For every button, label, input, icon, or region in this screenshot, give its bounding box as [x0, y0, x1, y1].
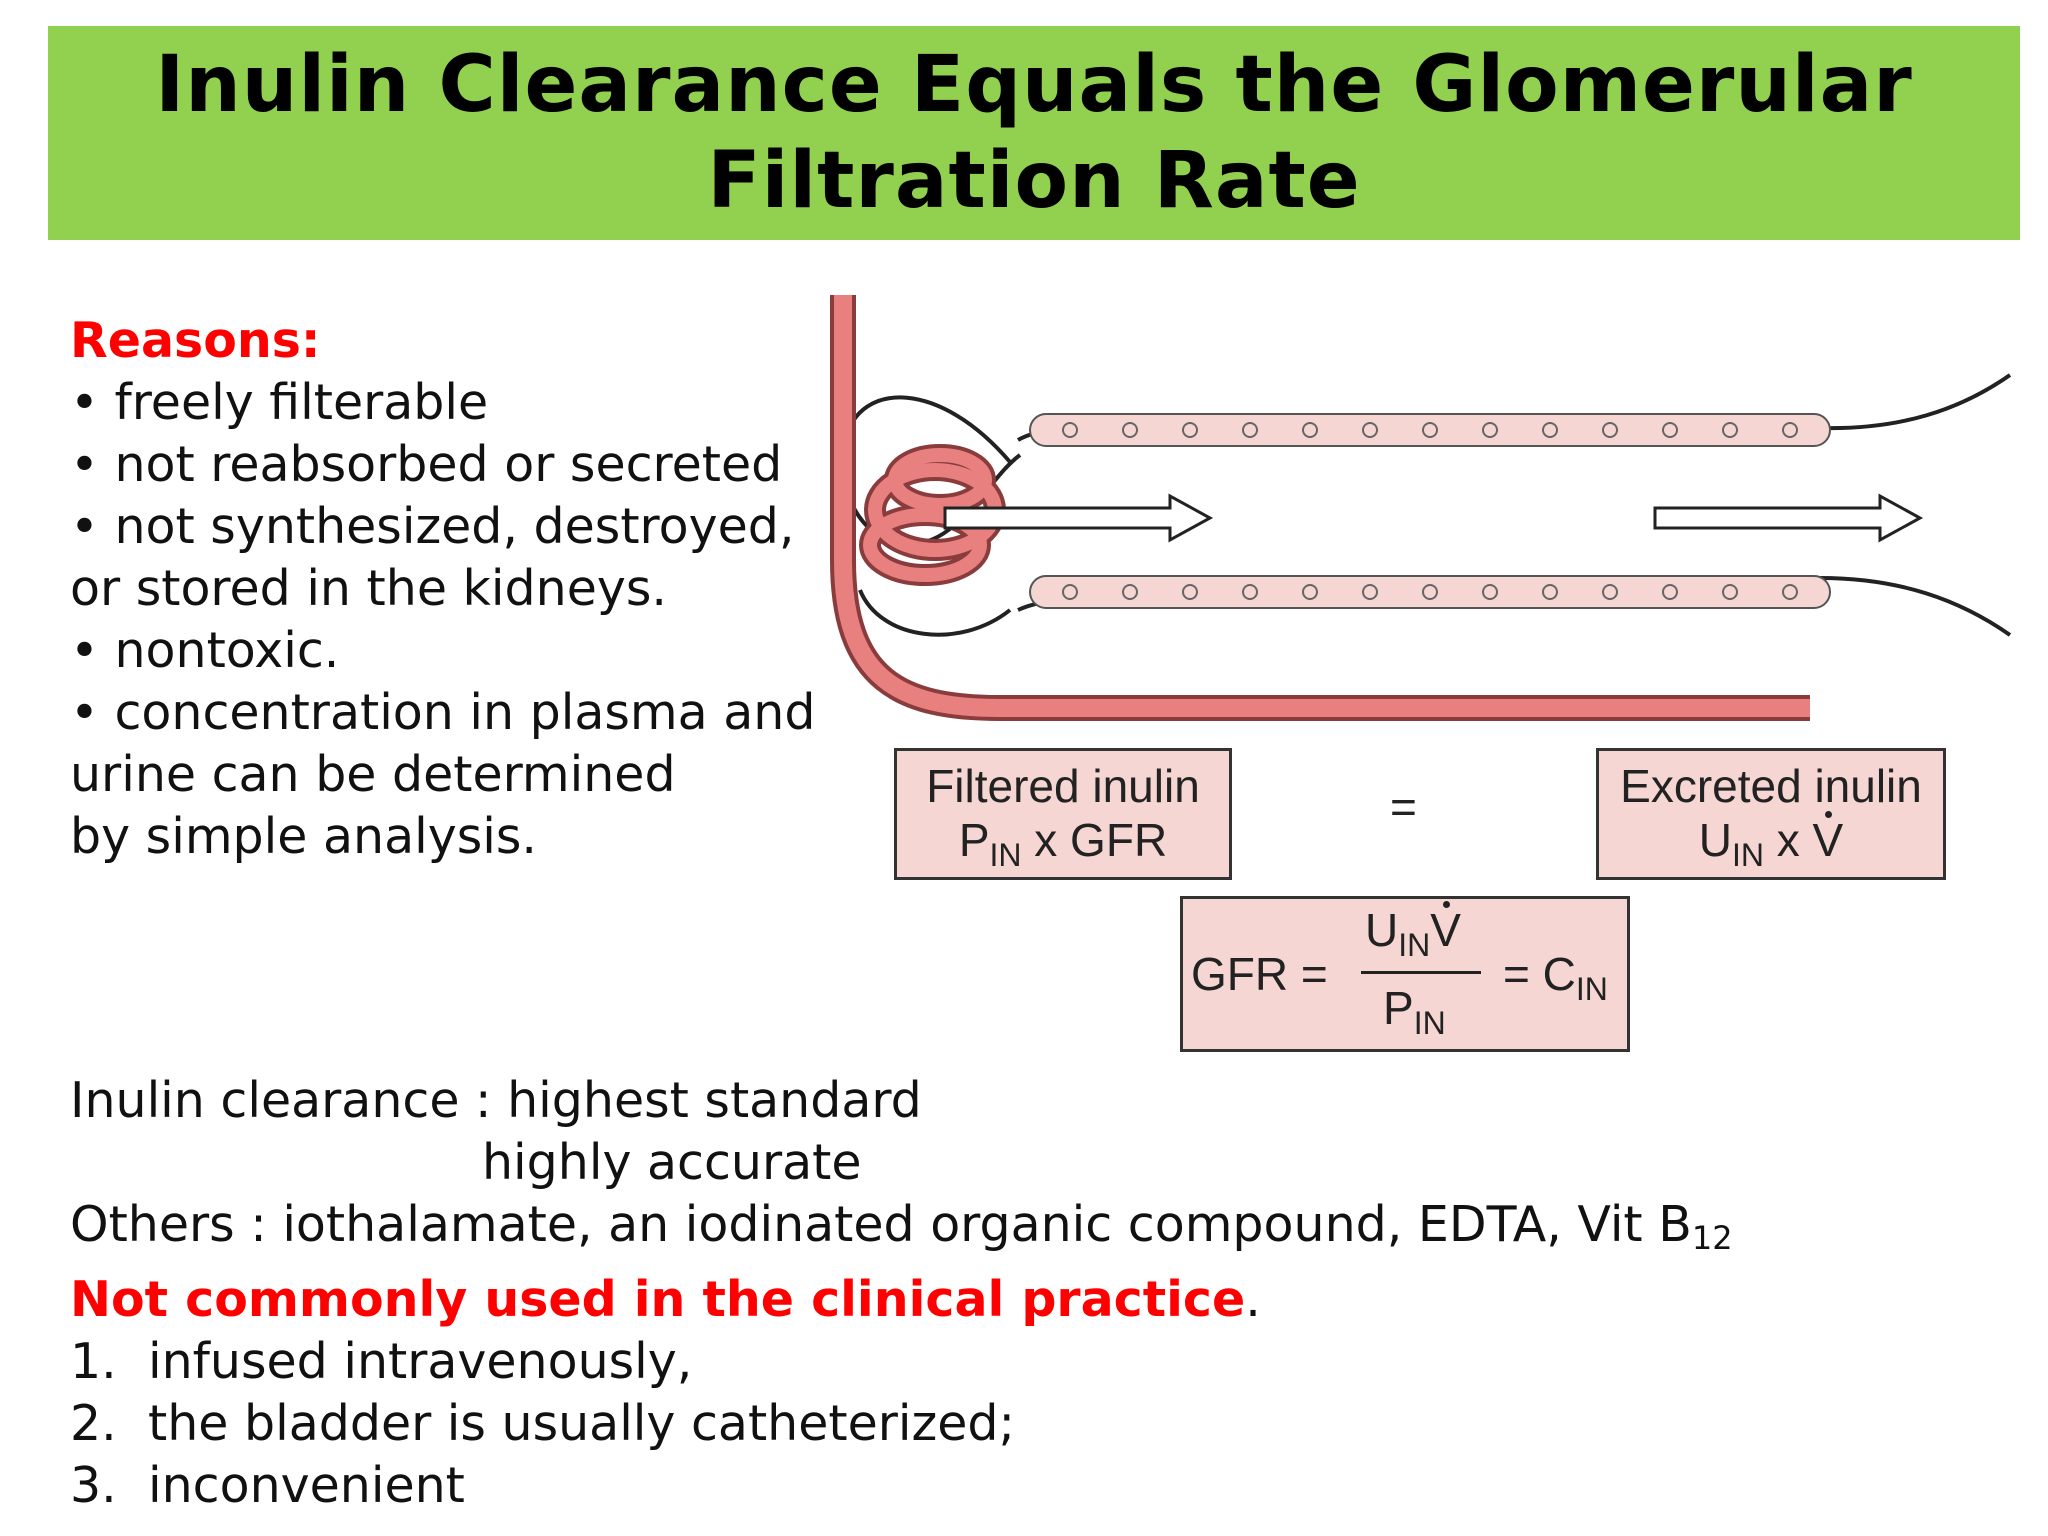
gfr-numerator: UINV — [1365, 901, 1461, 963]
filtered-inulin-formula: PIN x GFR — [958, 814, 1168, 873]
equals-sign: = — [1390, 781, 1417, 833]
gfr-denominator: PIN — [1383, 982, 1446, 1041]
arrow-right-icon — [943, 493, 1214, 543]
reason-line: or stored in the kidneys. — [70, 560, 667, 617]
reason-line: • not reabsorbed or secreted — [70, 436, 783, 493]
reason-line: • concentration in plasma and — [70, 684, 816, 741]
gfr-label: GFR = — [1191, 948, 1328, 1000]
reason-line: by simple analysis. — [70, 808, 537, 865]
excreted-inulin-formula: UIN x V — [1698, 811, 1844, 873]
gfr-formula-box: GFR = UINV PIN = CIN — [1180, 896, 1630, 1052]
filtered-inulin-box: Filtered inulin PIN x GFR — [894, 748, 1232, 880]
fraction-bar — [1361, 971, 1481, 974]
reasons-heading: Reasons: — [70, 312, 321, 369]
reason-line: • freely filterable — [70, 374, 489, 431]
list-item: 3.inconvenient — [70, 1457, 465, 1514]
title-banner: Inulin Clearance Equals the Glomerular F… — [48, 26, 2020, 240]
reason-line: • not synthesized, destroyed, — [70, 498, 795, 555]
arrow-right-icon — [1653, 493, 1924, 543]
capsule-lower-outline — [858, 589, 1012, 637]
list-item: 1.infused intravenously, — [70, 1333, 693, 1390]
blood-vessel — [834, 295, 1810, 717]
list-item: 2.the bladder is usually catheterized; — [70, 1395, 1015, 1452]
reason-line: urine can be determined — [70, 746, 676, 803]
filtered-inulin-label: Filtered inulin — [926, 760, 1200, 812]
not-common-line: Not commonly used in the clinical practi… — [70, 1271, 1261, 1328]
inulin-clearance-line: Inulin clearance : highest standard — [70, 1072, 922, 1129]
others-line: Others : iothalamate, an iodinated organ… — [70, 1196, 1733, 1257]
excreted-inulin-label: Excreted inulin — [1620, 760, 1922, 812]
flow-arrows — [943, 493, 1924, 543]
epithelium-upper — [1029, 413, 1831, 447]
epithelium-lower — [1029, 575, 1831, 609]
slide-title: Inulin Clearance Equals the Glomerular F… — [155, 40, 1913, 226]
excreted-inulin-box: Excreted inulin UIN x V — [1596, 748, 1946, 880]
bottom-section: Inulin clearance : highest standard high… — [70, 1070, 1970, 1517]
highly-accurate-line: highly accurate — [482, 1134, 862, 1191]
gfr-equals-clearance: = CIN — [1503, 948, 1608, 1007]
reasons-section: Reasons: • freely filterable • not reabs… — [70, 310, 830, 868]
reason-line: • nontoxic. — [70, 622, 340, 679]
